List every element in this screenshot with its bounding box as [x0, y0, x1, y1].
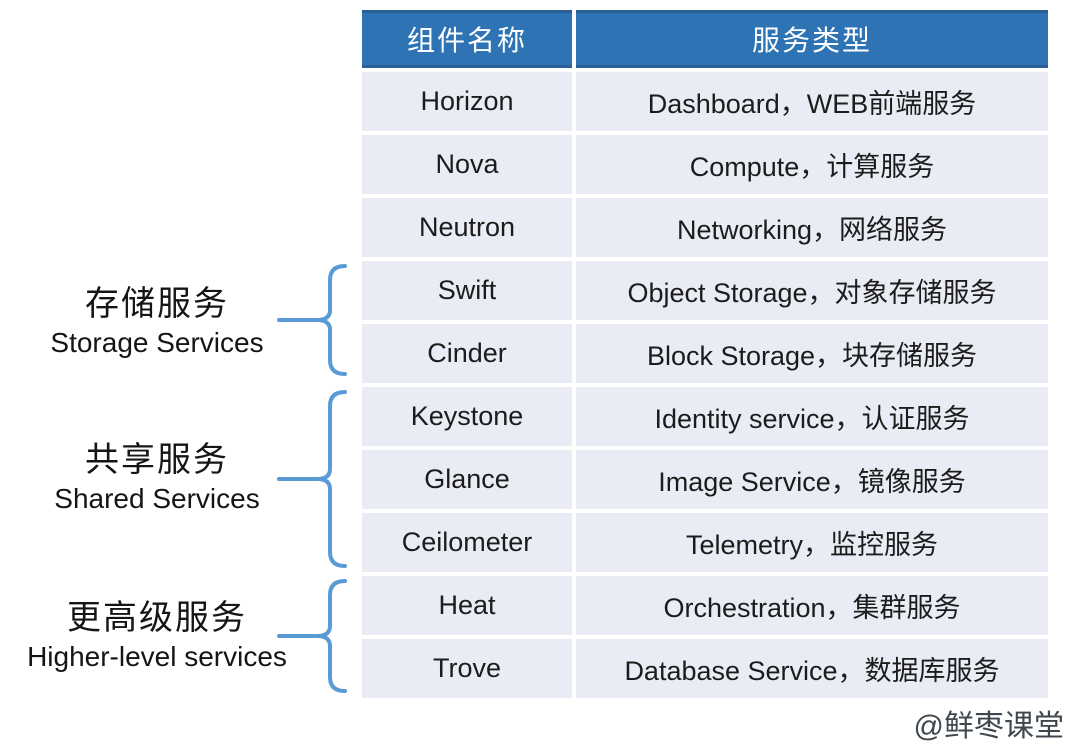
service-type-cell: Identity service，认证服务 [576, 387, 1048, 446]
table-row: Heat Orchestration，集群服务 [362, 576, 1048, 635]
component-name-cell: Keystone [362, 387, 572, 446]
component-name-cell: Neutron [362, 198, 572, 257]
component-name-cell: Ceilometer [362, 513, 572, 572]
table-row: Trove Database Service，数据库服务 [362, 639, 1048, 698]
table-row: Glance Image Service，镜像服务 [362, 450, 1048, 509]
watermark: @鲜枣课堂 [913, 710, 1064, 742]
group-label-higher-level-services: 更高级服务 Higher-level services [12, 596, 302, 674]
service-type-cell: Orchestration，集群服务 [576, 576, 1048, 635]
curly-brace-shared-icon [277, 390, 347, 568]
curly-brace-storage-icon [277, 264, 347, 376]
component-name-cell: Cinder [362, 324, 572, 383]
component-name-cell: Heat [362, 576, 572, 635]
service-type-cell: Dashboard，WEB前端服务 [576, 72, 1048, 131]
table-row: Nova Compute，计算服务 [362, 135, 1048, 194]
service-type-cell: Compute，计算服务 [576, 135, 1048, 194]
service-type-cell: Networking，网络服务 [576, 198, 1048, 257]
component-name-cell: Swift [362, 261, 572, 320]
service-type-cell: Image Service，镜像服务 [576, 450, 1048, 509]
service-type-cell: Database Service，数据库服务 [576, 639, 1048, 698]
component-service-table: 组件名称 服务类型 Horizon Dashboard，WEB前端服务 Nova… [362, 10, 1048, 698]
component-name-cell: Glance [362, 450, 572, 509]
group-label-en: Higher-level services [27, 641, 287, 672]
table-row: Ceilometer Telemetry，监控服务 [362, 513, 1048, 572]
group-label-zh: 更高级服务 [67, 599, 247, 637]
service-type-cell: Object Storage，对象存储服务 [576, 261, 1048, 320]
group-label-shared-services: 共享服务 Shared Services [12, 438, 302, 516]
table-row: Keystone Identity service，认证服务 [362, 387, 1048, 446]
service-type-cell: Block Storage，块存储服务 [576, 324, 1048, 383]
component-name-cell: Trove [362, 639, 572, 698]
group-label-zh: 共享服务 [85, 441, 229, 479]
service-type-cell: Telemetry，监控服务 [576, 513, 1048, 572]
group-label-en: Shared Services [54, 483, 260, 514]
component-name-cell: Horizon [362, 72, 572, 131]
header-component-name: 组件名称 [362, 10, 572, 68]
group-label-en: Storage Services [50, 327, 264, 358]
group-label-zh: 存储服务 [85, 285, 229, 323]
table-row: Horizon Dashboard，WEB前端服务 [362, 72, 1048, 131]
table-row: Swift Object Storage，对象存储服务 [362, 261, 1048, 320]
table-row: Cinder Block Storage，块存储服务 [362, 324, 1048, 383]
header-service-type: 服务类型 [576, 10, 1048, 68]
curly-brace-higher-level-icon [277, 579, 347, 693]
table-header-row: 组件名称 服务类型 [362, 10, 1048, 68]
component-name-cell: Nova [362, 135, 572, 194]
group-label-storage-services: 存储服务 Storage Services [12, 282, 302, 360]
table-row: Neutron Networking，网络服务 [362, 198, 1048, 257]
